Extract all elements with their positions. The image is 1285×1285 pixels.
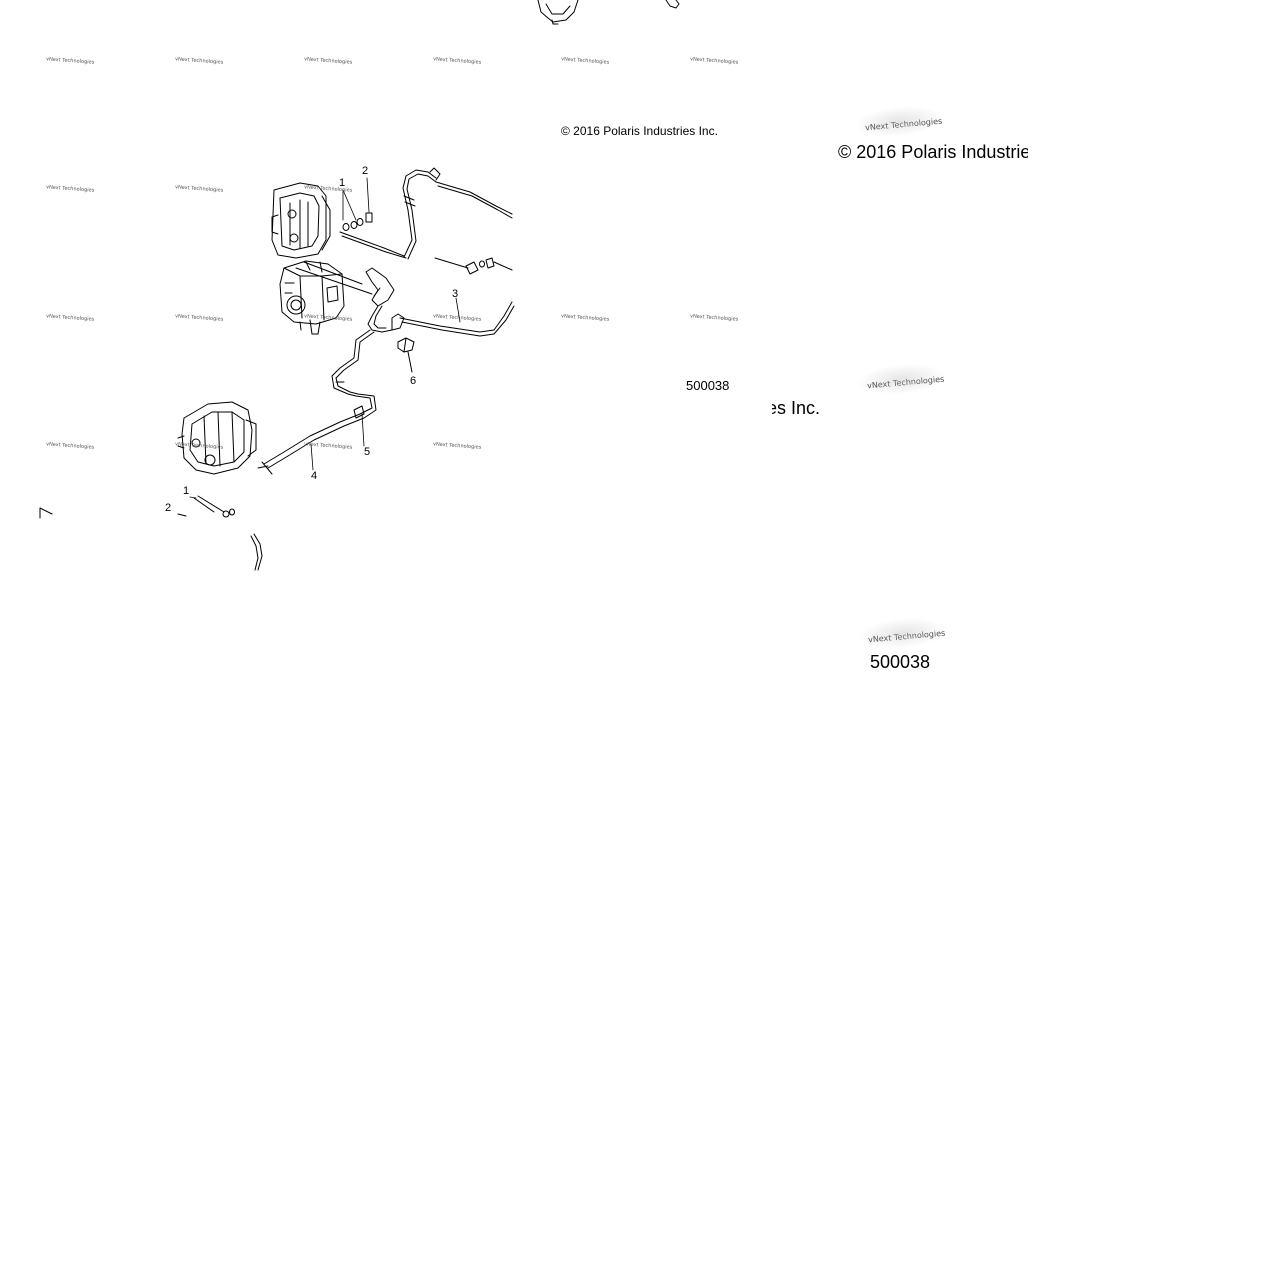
callout-6: 6: [410, 375, 417, 387]
lower-brake-line: [257, 329, 377, 475]
top-caliper-fragment: [537, 0, 680, 25]
copyright-text: © 2016 Polaris Industries Inc.: [561, 124, 718, 138]
upper-hose: [402, 167, 513, 260]
switch-6: [397, 337, 415, 373]
callout-4: 4: [311, 470, 318, 482]
callout-1-bottom: 1: [183, 485, 190, 497]
upper-caliper: [271, 182, 331, 259]
callout-2-bottom: 2: [165, 502, 172, 514]
abs-module: [279, 260, 345, 335]
copyright-large-text: © 2016 Polaris Industrie: [838, 142, 1028, 162]
copyright-fragment: es Inc.: [772, 398, 820, 420]
fittings-middle: [434, 257, 513, 275]
callout-3: 3: [452, 288, 459, 300]
lower-caliper: [177, 401, 257, 475]
callout-1-top: 1: [339, 177, 346, 189]
watermark-stamp: vNext Technologies: [856, 614, 949, 653]
drawing-number-large: 500038: [870, 652, 931, 672]
copyright-fragment-text: es Inc.: [772, 398, 820, 418]
watermark-stamp: vNext Technologies: [855, 360, 948, 399]
junction-bracket: [365, 267, 515, 337]
watermark-stamp: vNext Technologies: [853, 102, 946, 141]
drawing-number: 500038: [686, 378, 730, 393]
callout-2-top: 2: [362, 165, 369, 177]
leader-lines: [189, 177, 461, 499]
callout-5: 5: [364, 446, 371, 458]
fittings-upper: [339, 212, 407, 259]
fittings-lower: [39, 495, 263, 571]
copyright-large-clipped: © 2016 Polaris Industrie: [838, 142, 1028, 166]
